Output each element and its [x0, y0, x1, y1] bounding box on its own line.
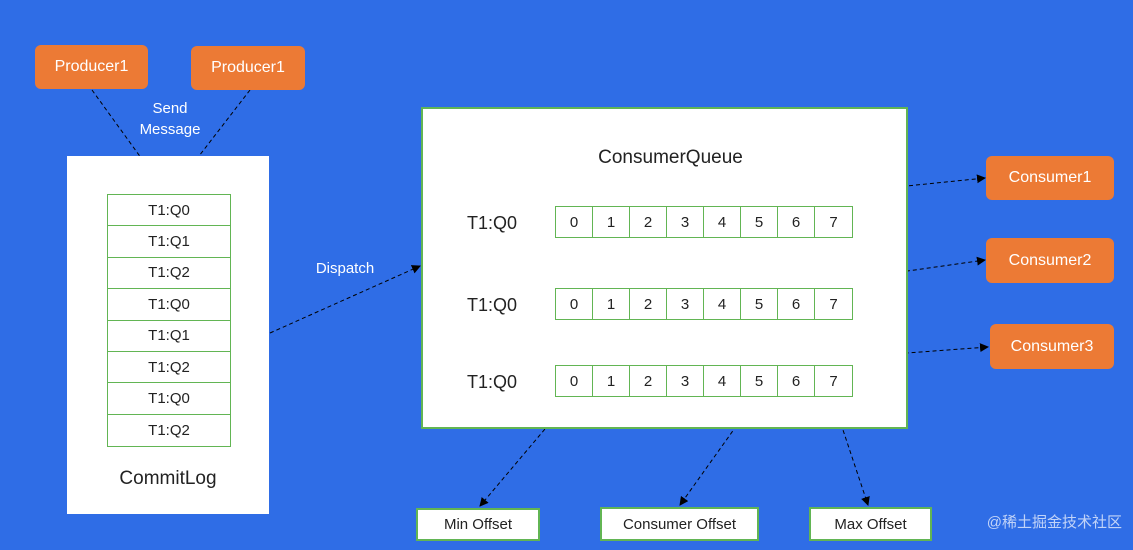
queue-cell: 4	[704, 366, 741, 396]
queue-row: 0 1 2 3 4 5 6 7	[555, 288, 853, 320]
queue-cell: 5	[741, 289, 778, 319]
max-offset-box: Max Offset	[809, 507, 932, 541]
commitlog-list: T1:Q0 T1:Q1 T1:Q2 T1:Q0 T1:Q1 T1:Q2 T1:Q…	[107, 194, 231, 447]
queue-cell: 3	[667, 207, 704, 237]
commitlog-panel: T1:Q0 T1:Q1 T1:Q2 T1:Q0 T1:Q1 T1:Q2 T1:Q…	[67, 156, 269, 514]
queue-cell: 2	[630, 289, 667, 319]
queue-cell: 6	[778, 207, 815, 237]
producer-box-2: Producer1	[191, 46, 305, 90]
queue-cell: 0	[556, 366, 593, 396]
queue-cell: 4	[704, 289, 741, 319]
commitlog-entry: T1:Q2	[108, 258, 230, 290]
queue-cell: 1	[593, 366, 630, 396]
commitlog-entry: T1:Q0	[108, 289, 230, 321]
queue-cell: 3	[667, 366, 704, 396]
queue-cell: 0	[556, 207, 593, 237]
queue-cell: 2	[630, 207, 667, 237]
queue-cell: 1	[593, 207, 630, 237]
consumer-queue-panel: ConsumerQueue T1:Q0 0 1 2 3 4 5 6 7 T1:Q…	[421, 107, 908, 429]
commitlog-entry: T1:Q2	[108, 352, 230, 384]
commitlog-entry: T1:Q1	[108, 321, 230, 352]
queue-cell: 4	[704, 207, 741, 237]
commitlog-entry: T1:Q0	[108, 383, 230, 415]
consumer-box-3: Consumer3	[990, 324, 1114, 369]
commitlog-entry: T1:Q1	[108, 226, 230, 258]
queue-cell: 7	[829, 213, 838, 231]
queue-row: 0 1 2 3 4 5 6 7	[555, 365, 853, 397]
arrow-max-offset	[831, 396, 870, 506]
producer-box-1: Producer1	[35, 45, 148, 89]
min-offset-box: Min Offset	[416, 508, 540, 541]
consumer-queue-title: ConsumerQueue	[598, 147, 743, 168]
queue-cell: 7	[829, 295, 838, 313]
dispatch-label: Dispatch	[315, 260, 375, 277]
queue-cell: 5	[741, 366, 778, 396]
queue-row-label: T1:Q0	[467, 213, 518, 233]
queue-cell: 6	[778, 366, 815, 396]
queue-cell: 0	[556, 289, 593, 319]
queue-cell: 7	[829, 372, 838, 390]
arrow-dispatch	[269, 265, 421, 334]
consumer-label-2: Consumer2	[1008, 251, 1092, 269]
queue-row: 0 1 2 3 4 5 6 7	[555, 206, 853, 238]
queue-cell: 6	[778, 289, 815, 319]
send-message-label: Send Message	[139, 100, 201, 138]
consumer-label-3: Consumer3	[1010, 337, 1094, 355]
producer-label-2: Producer1	[211, 59, 285, 76]
consumer-box-2: Consumer2	[986, 238, 1114, 283]
commitlog-entry: T1:Q0	[108, 195, 230, 227]
queue-row-label: T1:Q0	[467, 372, 518, 392]
consumer-label-1: Consumer1	[1008, 169, 1092, 186]
commitlog-entry: T1:Q2	[148, 421, 190, 439]
consumer-box-1: Consumer1	[986, 156, 1114, 200]
producer-label-1: Producer1	[54, 58, 129, 75]
queue-cell: 1	[593, 289, 630, 319]
queue-row-label: T1:Q0	[467, 295, 518, 315]
commitlog-title: CommitLog	[119, 468, 217, 489]
queue-cell: 5	[741, 207, 778, 237]
queue-cell: 3	[667, 289, 704, 319]
consumer-offset-box: Consumer Offset	[600, 507, 759, 541]
watermark-text: @稀土掘金技术社区	[986, 514, 1122, 531]
queue-cell: 2	[630, 366, 667, 396]
